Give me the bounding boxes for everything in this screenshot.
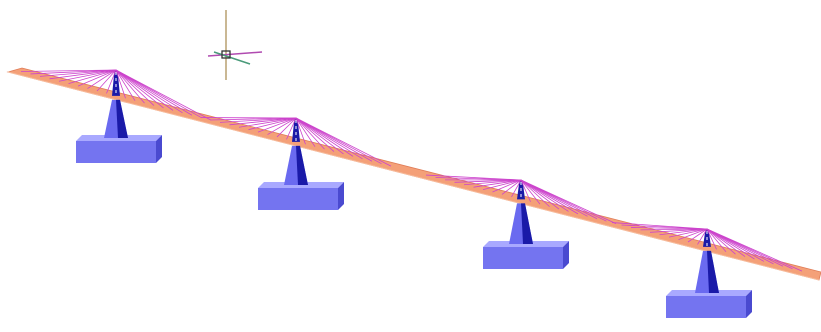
stay-cable [115,69,155,106]
bridge-deck[interactable] [6,67,821,281]
stay-cable [68,69,117,85]
stay-cable [706,228,755,260]
cable-fan-1 [20,69,212,121]
foundation-side [338,182,344,210]
stay-cable [706,228,736,255]
stay-cable [229,117,297,126]
axis-gizmo[interactable] [207,10,263,80]
stay-cable [473,179,522,188]
cable-fan-2 [200,117,392,167]
stay-cable [492,179,522,193]
stay-cable [520,179,550,207]
tower-base-shadow [116,99,128,138]
stay-cable [678,228,708,240]
stay-cable [257,117,297,133]
stay-cable [520,179,569,212]
stay-cable [115,69,145,104]
tower-3 [509,180,533,244]
stay-cable [106,69,117,94]
stay-cable [30,69,117,75]
stay-cable [295,117,325,150]
stay-cable [482,179,522,191]
stay-cable [649,228,708,233]
stay-cable [425,174,522,181]
stay-cable [520,179,541,205]
stay-cable [520,179,531,202]
stay-cable [668,228,708,238]
foundation-4 [666,290,752,318]
stay-cable [697,228,708,245]
stay-cable [706,228,727,252]
stay-cable [20,69,117,72]
stay-cable [115,69,183,114]
stay-cables [20,69,803,272]
foundation-side [563,241,569,269]
deck-surface [6,67,821,281]
stay-cable [96,69,117,92]
stay-cable [295,117,354,157]
stay-cable [77,69,117,87]
stay-cable [115,69,212,121]
stay-cable [115,69,126,99]
stay-cable [520,179,617,224]
stay-cable [295,117,335,152]
axis-x-line [207,51,263,57]
foundation-front [258,188,338,210]
stay-cable [87,69,117,89]
cable-fan-3 [425,174,617,224]
towers [104,70,719,293]
foundation-2 [258,182,344,210]
stay-cable [706,228,746,257]
tower-2 [284,118,308,185]
stay-cable [687,228,708,243]
stay-cable [295,117,363,160]
stay-cable [267,117,297,135]
cable-fan-4 [611,222,803,272]
foundation-front [76,141,156,163]
stay-cable [115,69,136,101]
stay-cable [115,69,174,111]
foundations [76,135,752,318]
foundation-front [666,296,746,318]
stay-cable [39,69,117,77]
stay-cable [511,179,522,198]
stay-cable [706,228,803,272]
stay-cable [115,69,193,116]
axis-y-line [213,51,251,65]
stay-cable [286,117,297,140]
foundation-side [156,135,162,163]
tower-base-shadow [707,250,719,293]
axis-origin-icon [221,50,231,59]
stay-cable [463,179,522,186]
foundation-front [483,247,563,269]
stay-cable [58,69,117,82]
stay-cable [520,179,560,210]
foundation-3 [483,241,569,269]
stay-cable [520,179,579,215]
foundation-1 [76,135,162,163]
foundation-side [746,290,752,318]
stay-cable [454,179,522,183]
stay-cable [219,117,297,123]
stay-cable [295,117,316,147]
stay-cable [115,69,164,109]
tower-4 [695,229,719,293]
tower-base-shadow [296,145,308,185]
stay-cable [295,117,392,167]
stay-cable [49,69,117,80]
stay-cable [276,117,297,138]
stay-cable [295,117,306,145]
stay-cable [659,228,708,236]
stay-cable [706,228,717,250]
stay-cable [295,117,344,155]
deck-edge-line [7,71,820,281]
stay-cable [238,117,297,128]
stay-cable [501,179,522,195]
stay-cable [611,222,708,230]
tower-base-shadow [521,203,533,244]
stay-cable [248,117,297,131]
